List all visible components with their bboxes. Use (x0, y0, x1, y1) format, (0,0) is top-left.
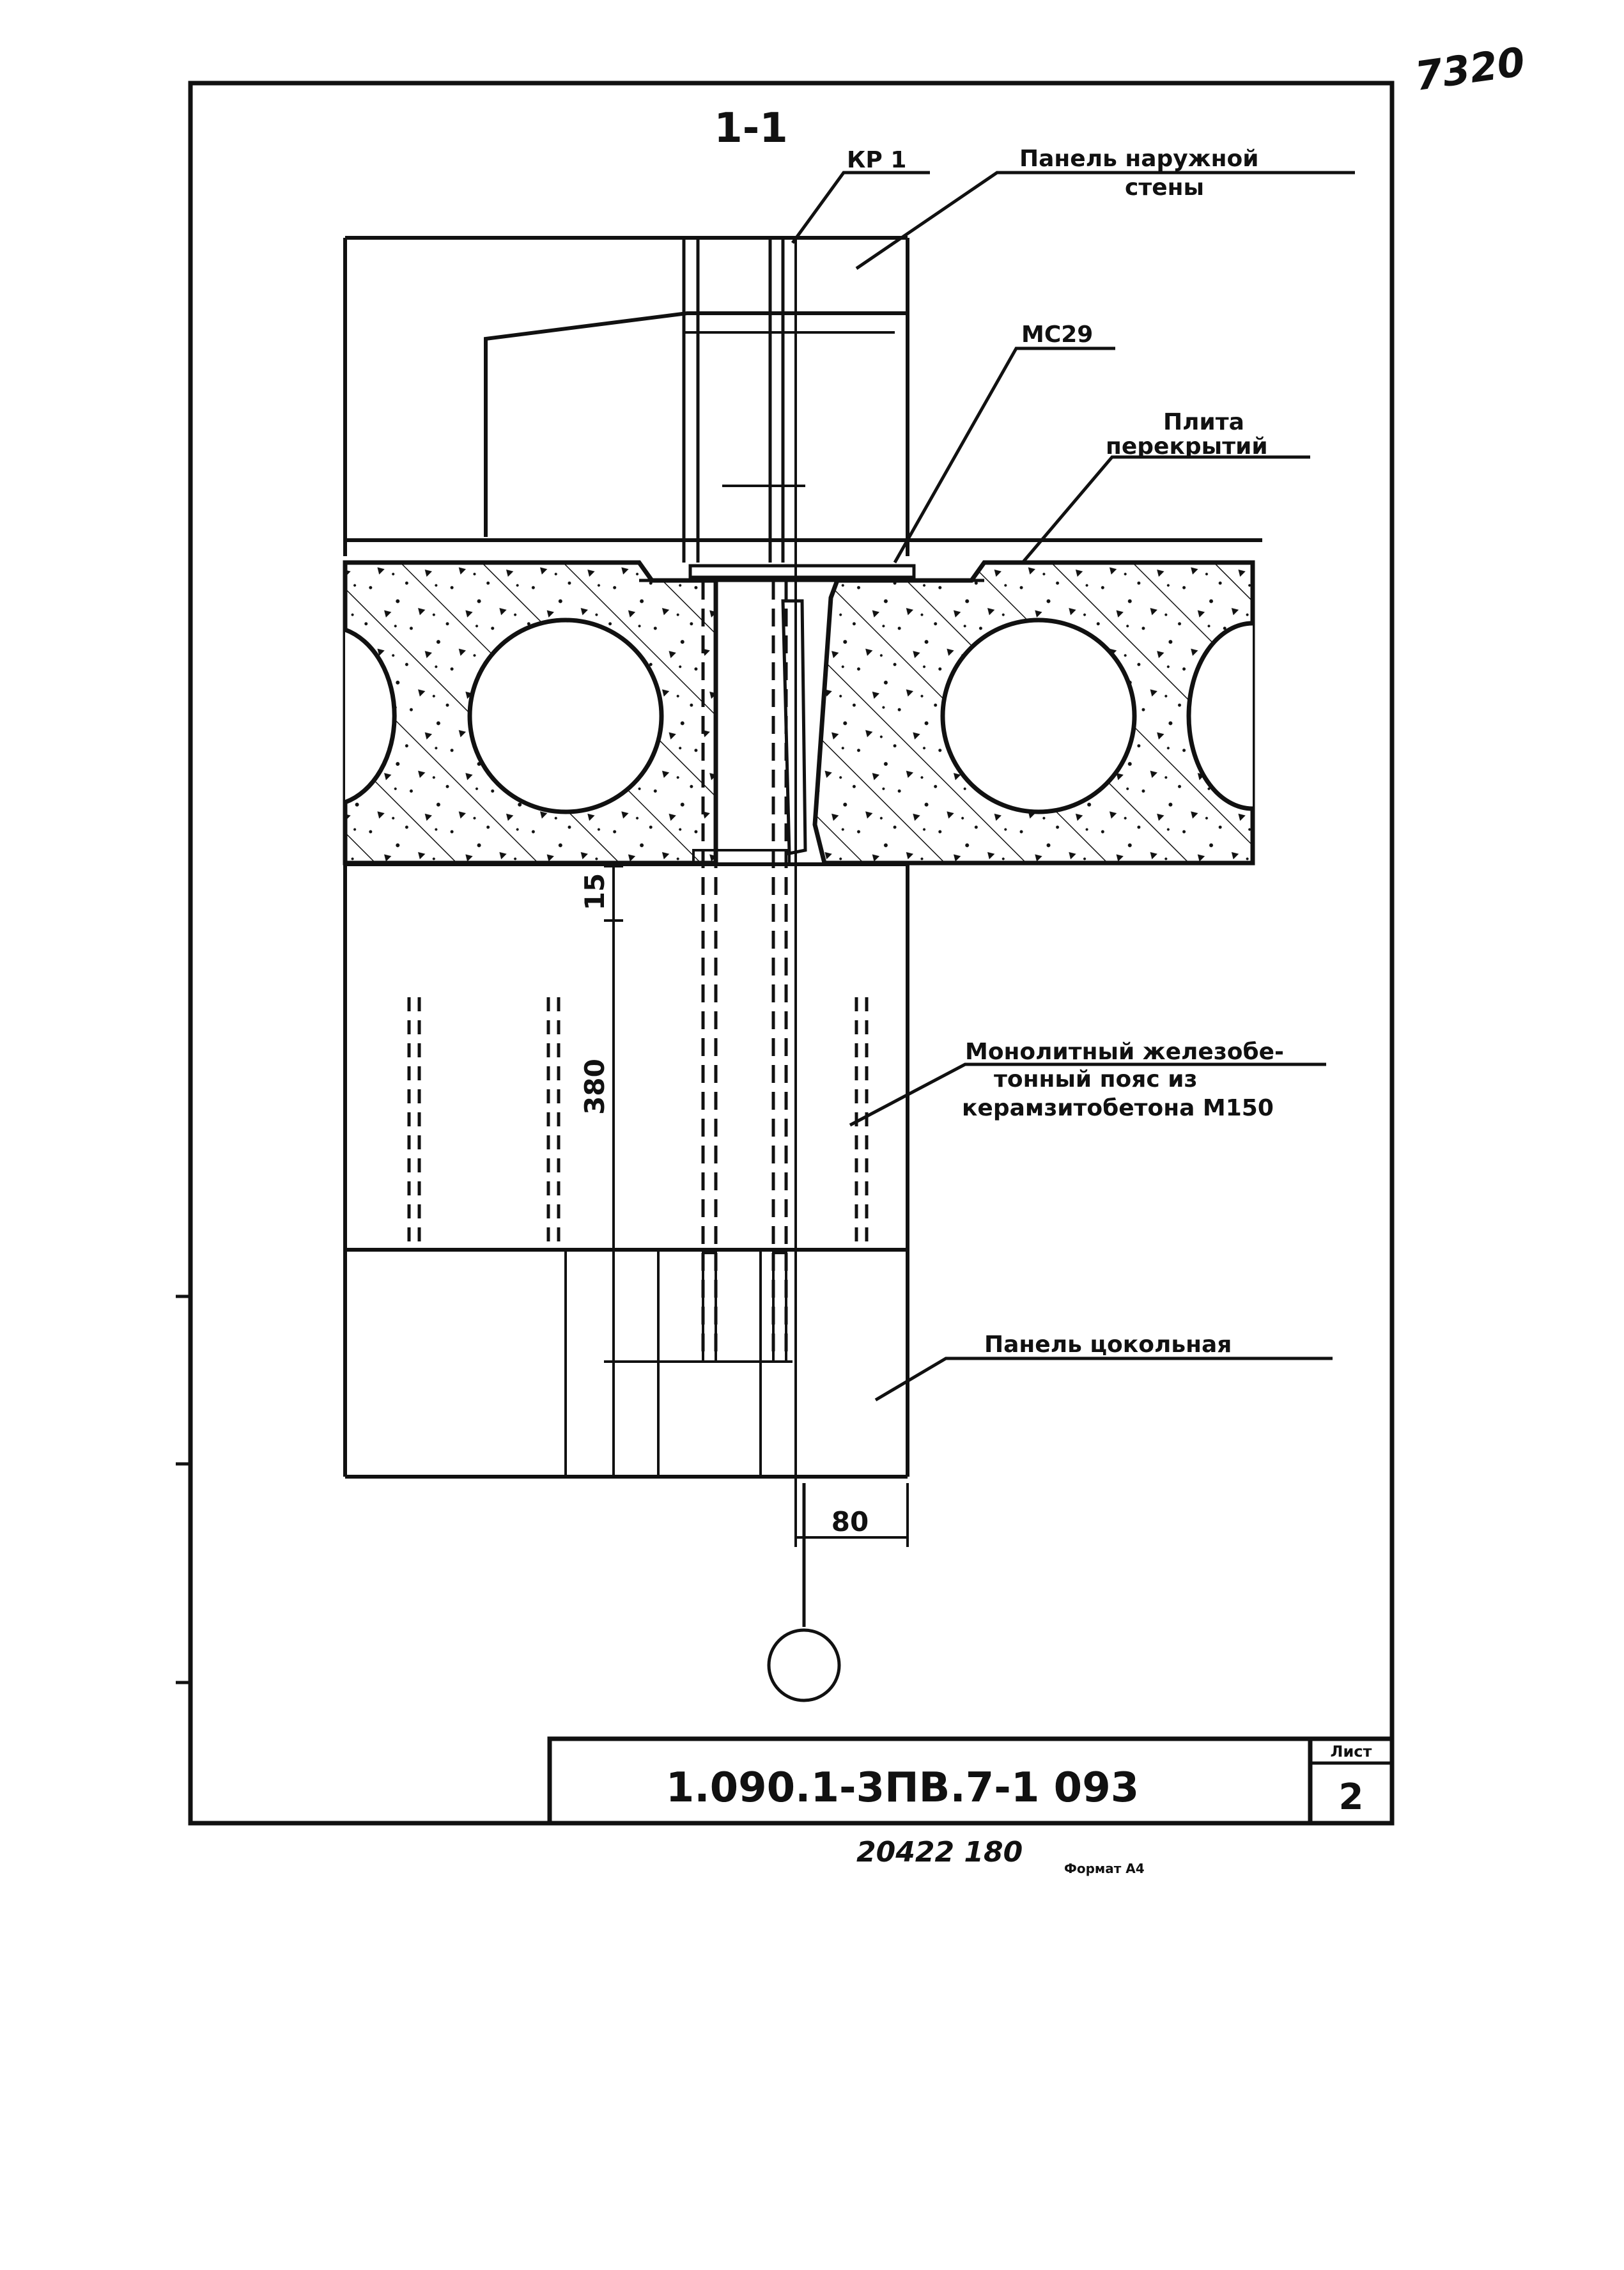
label-mc29: МС29 (1021, 322, 1093, 348)
sheet-number: 2 (1339, 1776, 1364, 1818)
binding-ticks (176, 1294, 190, 1684)
title-block (547, 1736, 1395, 1826)
dimension-380: 380 (579, 1059, 610, 1115)
floor-slab (343, 560, 1255, 866)
label-belt-3: керамзитобетона М150 (962, 1095, 1274, 1121)
axis-marker (767, 1483, 841, 1702)
format-label: Формат А4 (1064, 1861, 1145, 1876)
label-kr1: КР 1 (847, 147, 906, 173)
dimension-15: 15 (579, 873, 610, 910)
drawing-code: 1.090.1-3ПВ.7-1 093 (666, 1764, 1140, 1812)
label-plinth-panel: Панель цокольная (984, 1332, 1232, 1358)
label-belt-1: Монолитный железобе- (965, 1039, 1284, 1065)
dimension-lines (604, 865, 909, 1547)
handwritten-mark: 7320 (1412, 38, 1527, 100)
leader-lines (791, 171, 1355, 1402)
outer-wall-panel (343, 236, 1262, 556)
section-title: 1-1 (714, 105, 788, 152)
dimension-80: 80 (831, 1506, 869, 1537)
monolithic-belt (343, 849, 909, 1252)
slab-void (467, 618, 664, 814)
anchor-rods (682, 238, 797, 1547)
label-outer-panel-2: стены (1125, 175, 1204, 201)
label-belt-2: тонный пояс из (994, 1066, 1197, 1092)
inventory-number: 20422 180 (856, 1836, 1023, 1869)
label-slab-2: перекрытий (1106, 433, 1268, 460)
sheet-frame (188, 81, 1395, 1826)
plinth-panel (343, 1250, 909, 1479)
label-outer-panel-1: Панель наружной (1019, 146, 1258, 172)
slab-void (940, 618, 1137, 814)
sheet-label: Лист (1331, 1743, 1372, 1761)
label-slab-1: Плита (1163, 409, 1244, 435)
